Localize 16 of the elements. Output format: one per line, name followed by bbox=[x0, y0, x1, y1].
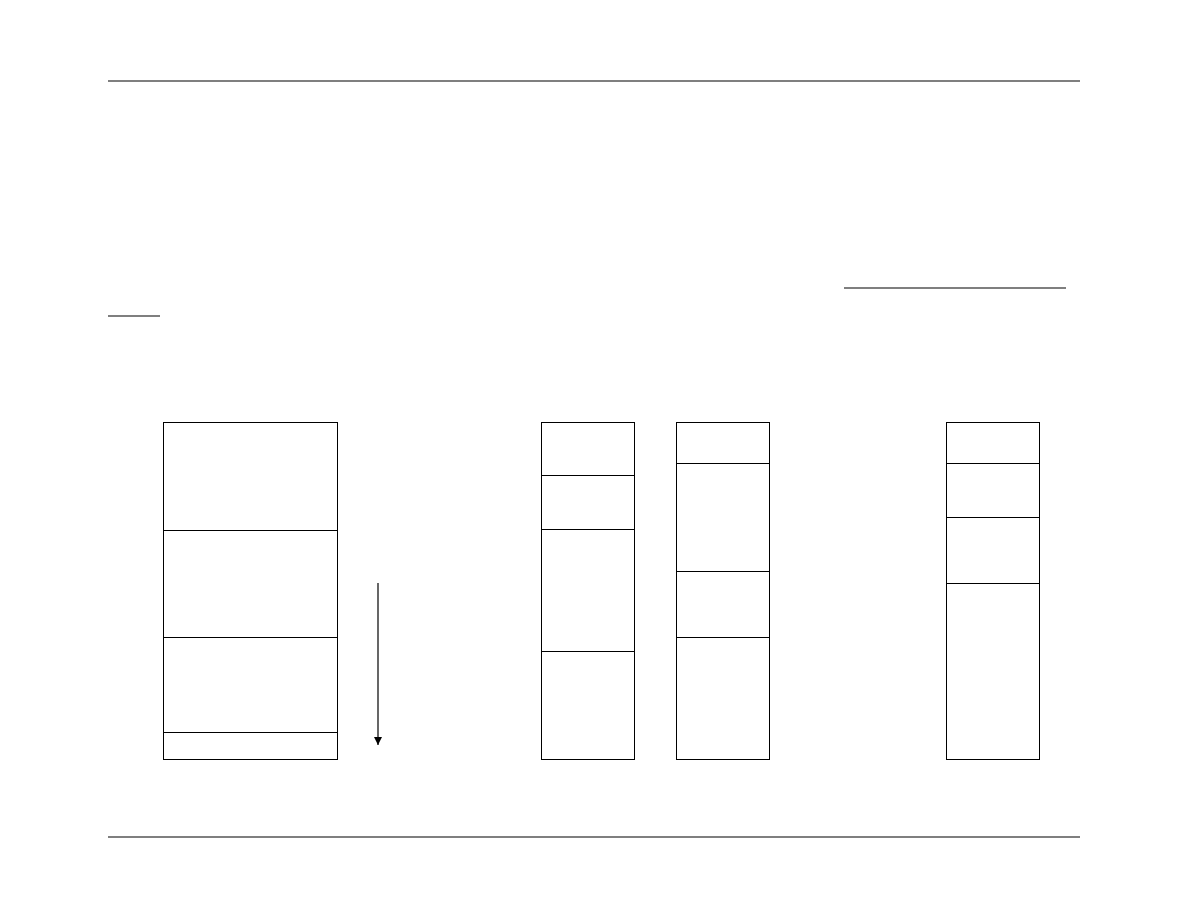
segment-box bbox=[541, 529, 635, 652]
segment-box bbox=[163, 637, 338, 733]
segment-box bbox=[676, 637, 770, 760]
segment-box bbox=[163, 732, 338, 760]
segment-box bbox=[541, 422, 635, 476]
segment-box bbox=[946, 517, 1040, 584]
segment-box bbox=[946, 463, 1040, 518]
segment-box bbox=[163, 530, 338, 638]
segment-box bbox=[163, 422, 338, 531]
segment-box bbox=[676, 571, 770, 638]
segment-box bbox=[946, 422, 1040, 464]
segment-box bbox=[946, 583, 1040, 760]
segment-box bbox=[541, 651, 635, 760]
segment-box bbox=[676, 422, 770, 464]
segment-box bbox=[676, 463, 770, 572]
segment-box bbox=[541, 475, 635, 530]
